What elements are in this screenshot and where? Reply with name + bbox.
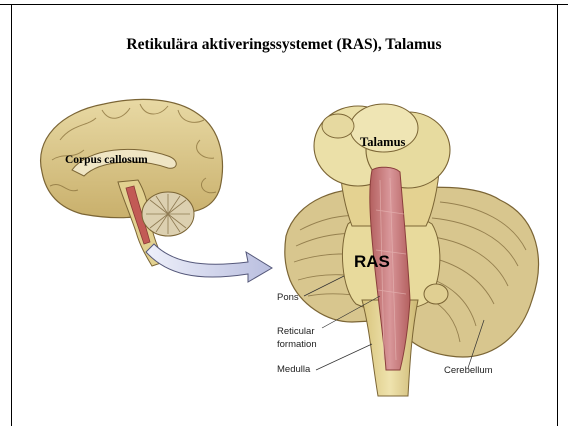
label-talamus: Talamus [360,135,406,149]
label-pons: Pons [277,292,299,303]
label-corpus-callosum: Corpus callosum [65,154,148,166]
flocculus [424,284,448,304]
brainstem-illustration [285,104,539,396]
cerebellum-sagittal [142,192,194,236]
label-ras: RAS [354,252,390,271]
pointer-arrow [146,244,272,282]
label-reticular-line2: formation [277,339,317,350]
label-reticular-line1: Reticular [277,326,315,337]
medulla-leader [316,344,372,370]
sagittal-brain [41,99,223,266]
label-medulla: Medulla [277,364,311,375]
label-cerebellum: Cerebellum [444,365,493,376]
